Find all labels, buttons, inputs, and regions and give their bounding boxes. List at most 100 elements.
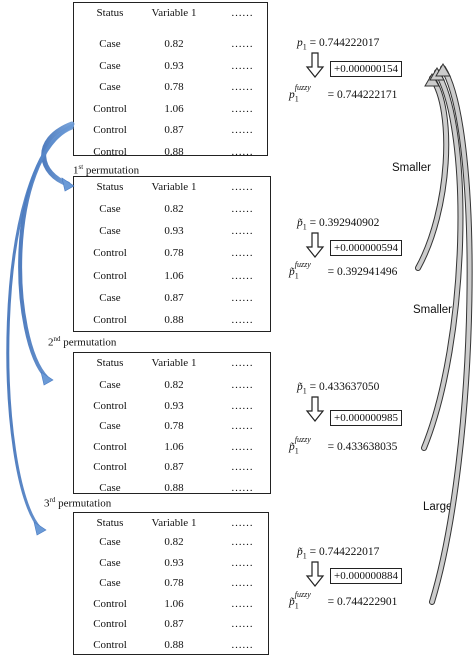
cell-ellipsis: …… (231, 145, 253, 158)
cell-value: 0.88 (164, 638, 184, 651)
cell-status: Case (99, 379, 121, 391)
cell-ellipsis: …… (231, 379, 253, 391)
cell-status: Case (99, 556, 121, 569)
permutation-label-2: 2nd permutation (48, 333, 116, 350)
permutation-label-1: 1st permutation (73, 161, 139, 178)
cell-value: 0.78 (164, 247, 184, 260)
permutation-text: permutation (55, 497, 112, 510)
cell-ellipsis: …… (231, 399, 253, 412)
cell-value: 1.06 (164, 597, 184, 610)
header-status: Status (96, 517, 124, 529)
cell-status: Control (93, 638, 127, 651)
down-arrow-icon (305, 561, 325, 587)
cell-status: Case (99, 38, 121, 50)
permutation-ordinal: nd (53, 335, 61, 343)
cell-value: 0.93 (164, 399, 184, 412)
cell-ellipsis: …… (231, 420, 253, 432)
fuzzy-increment-box: +0.000000154 (330, 61, 402, 77)
p-value-3: p̃1 = 0.744222017 (297, 546, 380, 561)
cell-value: 0.93 (164, 556, 184, 569)
cell-status: Control (93, 314, 127, 326)
cell-ellipsis: …… (231, 556, 253, 569)
cell-status: Control (93, 440, 127, 453)
data-table-2: Status Variable 1 …… Case 0.82 …… Control 0.93 …… (73, 352, 271, 494)
down-arrow-icon (305, 396, 325, 422)
permutation-label-3: 3rd permutation (44, 494, 111, 511)
cell-ellipsis: …… (231, 536, 253, 548)
down-arrow-icon (305, 232, 325, 258)
cell-ellipsis: …… (231, 597, 253, 610)
comparison-label-0: Smaller (392, 162, 431, 174)
cell-value: 0.78 (164, 81, 184, 93)
cell-status: Case (99, 291, 121, 304)
permutation-number: 1 (73, 164, 79, 177)
cell-status: Control (93, 124, 127, 136)
permutation-ordinal: st (78, 163, 84, 171)
cell-status: Case (99, 420, 121, 432)
cell-status: Case (99, 59, 121, 72)
header-status: Status (96, 181, 124, 193)
cell-value: 0.78 (164, 577, 184, 589)
p-value-0: p1 = 0.744222017 (297, 37, 380, 52)
p-value-2: p̃1 = 0.433637050 (297, 381, 380, 396)
cell-status: Control (93, 269, 127, 282)
permutation-number: 3 (44, 497, 50, 510)
header-variable-1: Variable 1 (151, 357, 197, 369)
cell-ellipsis: …… (231, 314, 253, 326)
cell-ellipsis: …… (231, 102, 253, 115)
cell-value: 0.93 (164, 225, 184, 238)
comparison-arrow-0 (416, 76, 449, 270)
cell-value: 1.06 (164, 440, 184, 453)
permutation-arrow-2 (6, 126, 74, 530)
comparison-arrow-1 (422, 70, 463, 450)
comparison-label-1: Smaller (413, 304, 452, 316)
fuzzy-increment-box: +0.000000884 (330, 568, 402, 584)
fuzzy-increment-box: +0.000000985 (330, 410, 402, 426)
cell-value: 0.82 (164, 203, 184, 215)
header-ellipsis: …… (231, 181, 253, 193)
fuzzy-increment-box: +0.000000594 (330, 240, 402, 256)
permutation-arrowhead-2 (33, 521, 47, 536)
cell-value: 0.88 (164, 314, 184, 326)
cell-status: Control (93, 247, 127, 260)
cell-value: 1.06 (164, 269, 184, 282)
header-status: Status (96, 357, 124, 369)
cell-ellipsis: …… (231, 481, 253, 494)
permutation-text: permutation (60, 336, 117, 349)
cell-ellipsis: …… (231, 638, 253, 651)
cell-status: Case (99, 203, 121, 215)
cell-status: Control (93, 145, 127, 158)
cell-status: Control (93, 618, 127, 630)
permutation-text: permutation (83, 164, 140, 177)
cell-value: 0.87 (164, 618, 184, 630)
header-variable-1: Variable 1 (151, 7, 197, 19)
cell-value: 0.88 (164, 481, 184, 494)
cell-ellipsis: …… (231, 59, 253, 72)
cell-status: Case (99, 225, 121, 238)
cell-value: 0.87 (164, 461, 184, 473)
cell-ellipsis: …… (231, 440, 253, 453)
cell-ellipsis: …… (231, 247, 253, 260)
cell-status: Case (99, 481, 121, 494)
cell-status: Case (99, 81, 121, 93)
cell-ellipsis: …… (231, 291, 253, 304)
permutation-arrowhead-1 (40, 371, 54, 386)
cell-status: Control (93, 461, 127, 473)
cell-value: 0.82 (164, 379, 184, 391)
permutation-number: 2 (48, 336, 54, 349)
cell-value: 1.06 (164, 102, 184, 115)
cell-ellipsis: …… (231, 38, 253, 50)
header-ellipsis: …… (231, 517, 253, 529)
down-arrow-icon (305, 52, 325, 78)
comparison-label-2: Larger (423, 501, 457, 513)
cell-ellipsis: …… (231, 225, 253, 238)
cell-status: Control (93, 597, 127, 610)
cell-value: 0.88 (164, 145, 184, 158)
header-variable-1: Variable 1 (151, 517, 197, 529)
